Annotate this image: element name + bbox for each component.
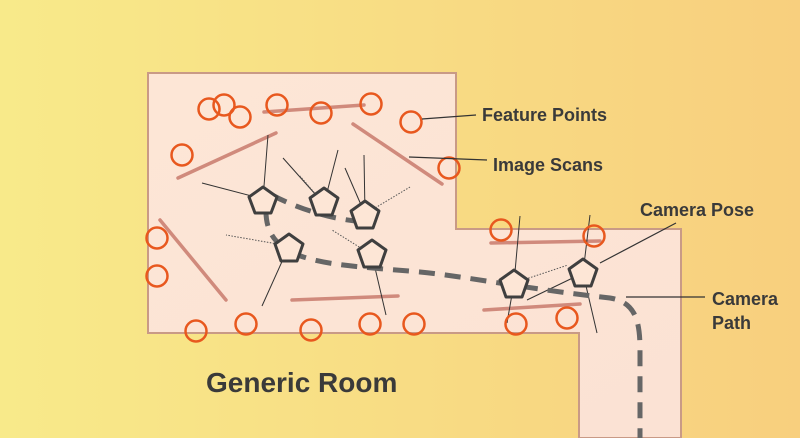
feature-point	[437, 156, 461, 180]
camera-pose-leader	[599, 222, 677, 264]
camera-path-label-line1: Camera	[712, 289, 779, 309]
camera-path-label-line2: Path	[712, 313, 751, 333]
feature-point	[399, 110, 423, 134]
feature-point	[299, 318, 323, 342]
image-scan-line	[290, 294, 400, 302]
camera-pose-icon	[247, 185, 279, 215]
camera-pose-icon	[349, 199, 381, 230]
image-scan-line	[482, 302, 582, 312]
image-scan-line	[158, 218, 228, 302]
feature-points-label: Feature Points	[482, 105, 607, 125]
feature-point	[265, 93, 289, 117]
camera-pose-icon	[356, 238, 388, 269]
feature-point	[555, 306, 579, 330]
feature-point	[145, 226, 169, 250]
camera-pose-icon	[273, 232, 305, 263]
feature-point	[197, 97, 221, 121]
feature-points-leader	[421, 114, 477, 120]
feature-point	[359, 92, 383, 116]
feature-point	[184, 319, 208, 343]
feature-point	[234, 312, 258, 336]
camera-pose-label: Camera Pose	[640, 200, 754, 220]
camera-pose-icon	[567, 257, 599, 288]
feature-point	[489, 218, 513, 242]
feature-point	[228, 105, 252, 129]
feature-point	[170, 143, 194, 167]
image-scan-line	[351, 122, 444, 186]
feature-point	[309, 101, 333, 125]
feature-point	[212, 93, 236, 117]
callout-leaders	[408, 114, 705, 298]
view-ray	[331, 229, 373, 256]
feature-point	[504, 312, 528, 336]
feature-points	[145, 92, 606, 343]
camera-pose-icon	[308, 186, 340, 217]
image-scan-line	[176, 131, 278, 180]
feature-point	[358, 312, 382, 336]
feature-point	[145, 264, 169, 288]
room-title: Generic Room	[206, 367, 397, 398]
image-scan-line	[489, 239, 602, 245]
image-scans-label: Image Scans	[493, 155, 603, 175]
camera-poses	[247, 185, 599, 299]
room-floor-plan	[147, 72, 682, 438]
image-scans	[158, 103, 602, 312]
camera-pose-icon	[498, 268, 530, 299]
image-scan-line	[262, 103, 366, 114]
feature-point	[402, 312, 426, 336]
image-scans-leader	[408, 156, 488, 161]
feature-point	[582, 224, 606, 248]
